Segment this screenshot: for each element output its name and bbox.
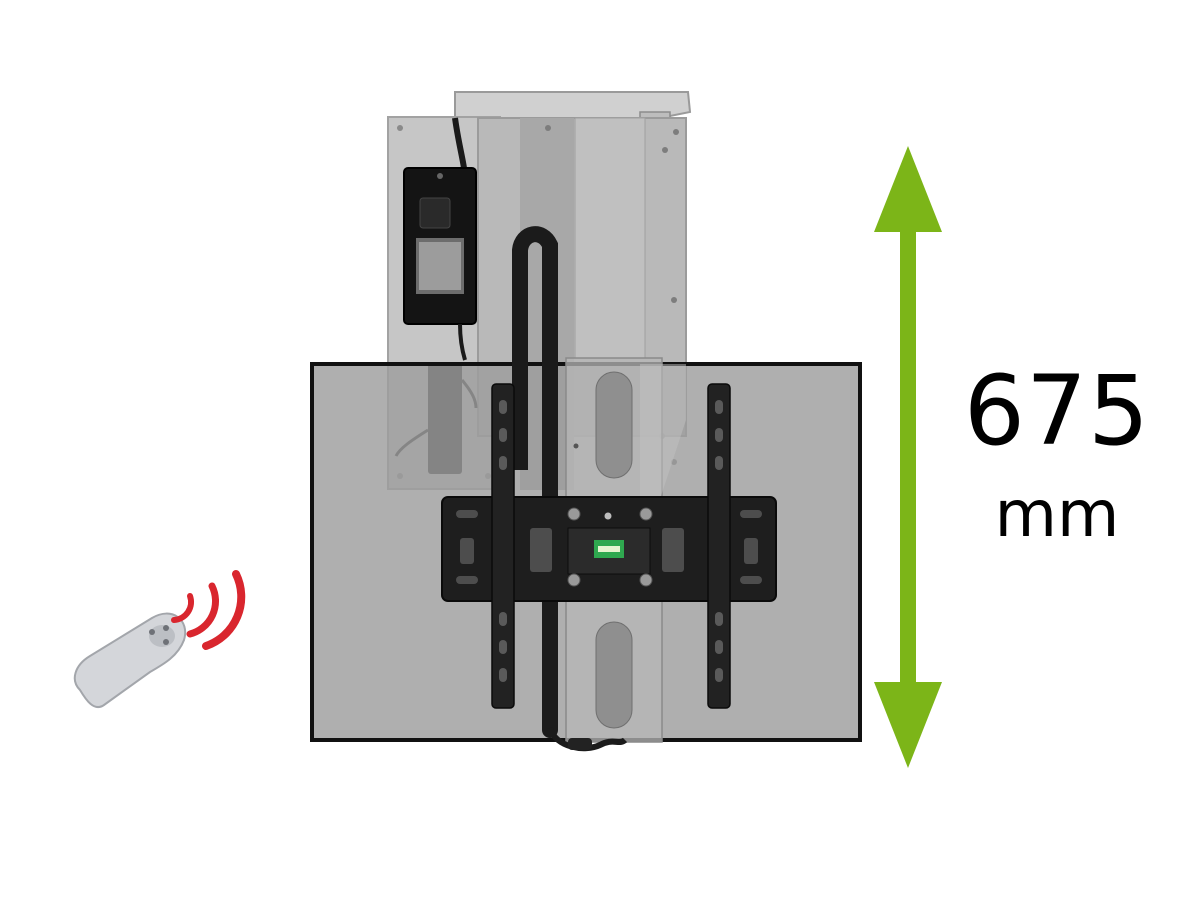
vesa-bracket xyxy=(441,383,777,709)
remote-control-icon xyxy=(73,612,187,709)
height-arrow-icon xyxy=(874,146,942,768)
height-value: 675 xyxy=(963,355,1151,467)
power-supply xyxy=(403,117,477,361)
height-unit: mm xyxy=(994,478,1120,552)
wireless-signal-icon xyxy=(171,570,246,650)
cable-chain xyxy=(512,226,628,752)
